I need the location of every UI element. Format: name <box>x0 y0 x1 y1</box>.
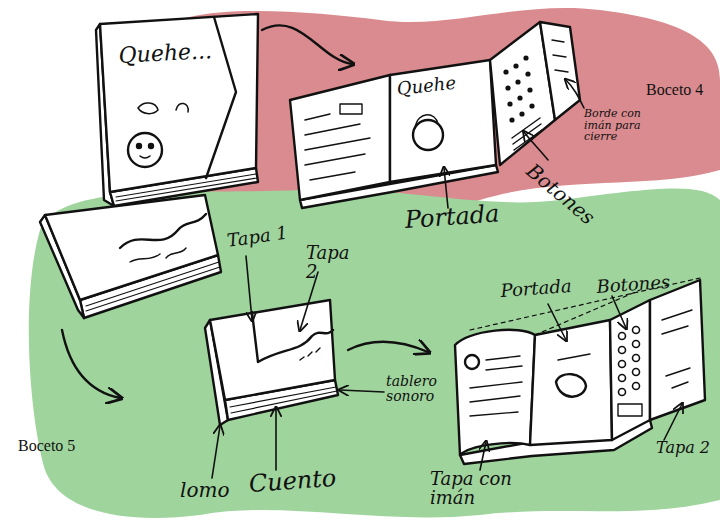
closed-book <box>96 14 258 206</box>
leader-line <box>480 442 486 470</box>
handwritten-label: Tapa 2 <box>656 440 716 457</box>
closed-book <box>205 300 338 425</box>
closed-book <box>40 195 221 318</box>
leader-line <box>548 304 566 340</box>
handwritten-label: Portada <box>404 200 515 233</box>
flow-arrow <box>262 25 352 64</box>
handwritten-label: Botones <box>523 160 605 234</box>
handwritten-label: Quehe... <box>118 39 209 67</box>
handwritten-label: Tapa 1 <box>226 222 298 250</box>
leader-line <box>524 132 548 160</box>
leader-line <box>664 404 682 440</box>
green-blob <box>29 188 720 518</box>
handwritten-label: Tapa con imán <box>430 470 550 508</box>
open-book <box>455 278 705 464</box>
sketch-caption: Boceto 4 <box>646 82 716 99</box>
leader-line <box>444 168 448 208</box>
leader-line <box>340 390 384 392</box>
handwritten-label: Quehe <box>396 73 468 99</box>
leader-line <box>275 408 277 470</box>
handwritten-label: tablero sonoro <box>386 374 466 403</box>
flow-arrow <box>348 342 428 352</box>
handwritten-label: lomo <box>180 480 240 501</box>
leader-line <box>246 256 252 320</box>
leader-line <box>612 296 626 328</box>
handwritten-label: Borde con imán para cierre <box>584 108 660 143</box>
leader-line <box>566 80 584 108</box>
handwritten-label: Tapa 2 <box>306 244 356 282</box>
handwritten-label: Portada <box>500 276 581 300</box>
handwritten-label: Cuento <box>248 466 340 497</box>
sketch-caption: Boceto 5 <box>18 438 98 455</box>
leader-line <box>212 426 220 478</box>
flow-arrow <box>62 330 120 398</box>
handwritten-label: Botones <box>596 272 677 296</box>
